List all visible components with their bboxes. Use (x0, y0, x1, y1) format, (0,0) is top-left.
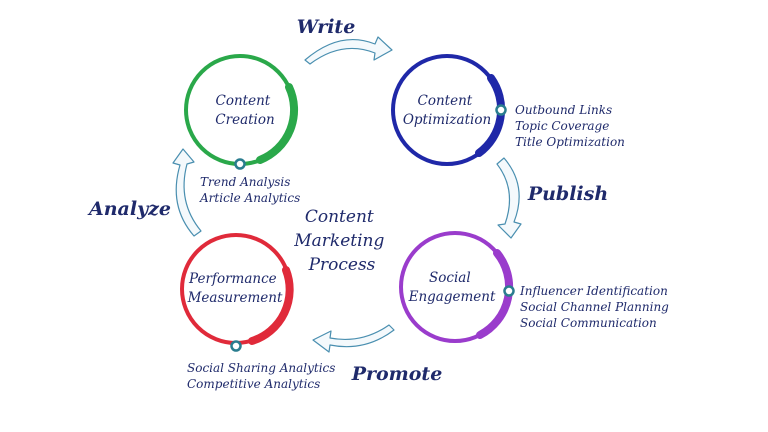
step-analyze-label: Analyze (87, 198, 171, 220)
creation-detail-item: Trend Analysis (200, 175, 290, 189)
arrow-write (304, 36, 393, 65)
optimization-detail-item: Outbound Links (515, 103, 612, 117)
optimization-details: Outbound Links Topic Coverage Title Opti… (515, 103, 625, 149)
optimization-detail-item: Title Optimization (515, 135, 625, 149)
center-title-line-2: Marketing (293, 231, 384, 251)
optimization-title-line-1: Content (418, 93, 473, 109)
creation-ring-accent (256, 83, 299, 164)
creation-title-line-2: Creation (215, 112, 274, 128)
performance-ring-accent (248, 266, 294, 345)
creation-detail-item: Article Analytics (199, 191, 300, 205)
node-social-engagement (399, 231, 515, 343)
engagement-title-line-2: Engagement (408, 289, 496, 305)
performance-title-line-1: Performance (188, 271, 277, 287)
engagement-detail-item: Influencer Identification (519, 284, 668, 298)
node-performance-measurement (180, 233, 294, 352)
performance-detail-item: Competitive Analytics (187, 377, 320, 391)
creation-title-line-1: Content (216, 93, 271, 109)
creation-connector-dot (234, 158, 246, 170)
creation-title: Content Creation (215, 93, 274, 128)
performance-title: Performance Measurement (187, 271, 283, 306)
center-title: Content Marketing Process (293, 207, 390, 275)
arrow-publish (496, 157, 522, 239)
performance-detail-item: Social Sharing Analytics (187, 361, 335, 375)
optimization-detail-item: Topic Coverage (515, 119, 609, 133)
arrow-promote (312, 324, 395, 353)
optimization-ring-accent (475, 74, 506, 157)
engagement-detail-item: Social Channel Planning (520, 300, 669, 314)
engagement-details: Influencer Identification Social Channel… (519, 284, 673, 330)
optimization-title-line-2: Optimization (403, 112, 491, 128)
performance-details: Social Sharing Analytics Competitive Ana… (187, 361, 339, 391)
node-content-optimization (391, 54, 507, 166)
engagement-title: Social Engagement (408, 270, 496, 305)
node-content-creation (184, 54, 299, 170)
step-promote-label: Promote (351, 363, 443, 385)
engagement-connector-dot (503, 285, 515, 297)
step-write-label: Write (297, 16, 356, 38)
optimization-title: Content Optimization (403, 93, 491, 128)
engagement-ring-accent (476, 249, 514, 339)
step-publish-label: Publish (527, 183, 608, 205)
performance-connector-dot (230, 340, 242, 352)
center-title-line-1: Content (305, 207, 374, 227)
center-title-line-3: Process (308, 255, 376, 275)
creation-details: Trend Analysis Article Analytics (199, 175, 300, 205)
performance-title-line-2: Measurement (187, 290, 283, 306)
arrow-analyze (172, 148, 202, 237)
optimization-connector-dot (495, 104, 507, 116)
engagement-detail-item: Social Communication (520, 316, 657, 330)
engagement-title-line-1: Social (429, 270, 471, 286)
